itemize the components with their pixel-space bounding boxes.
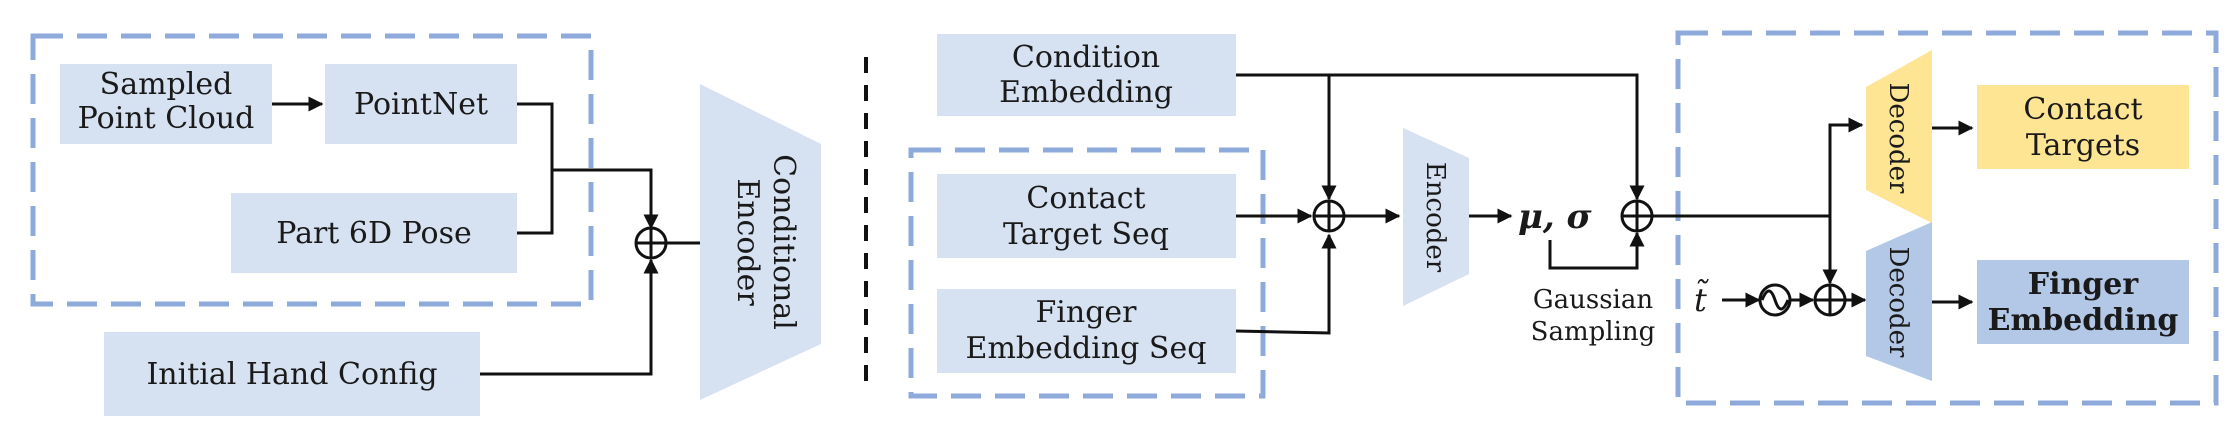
merge-to-plus-arrow <box>552 168 659 230</box>
t-tilde-label: t̃ <box>1694 280 1710 319</box>
gaussian-sampling-label-1: Gaussian <box>1533 285 1654 315</box>
pointnet-label: PointNet <box>354 87 488 122</box>
conditional-encoder-label-1: Conditional <box>766 154 801 330</box>
conditional-encoder-trapezoid: Conditional Encoder <box>700 84 821 400</box>
sequence-group-box <box>908 147 1266 399</box>
finger-embedding-label-2: Embedding <box>1988 303 2179 338</box>
hand-config-to-plus-arrow <box>480 258 659 376</box>
conditional-encoder-label-2: Encoder <box>730 178 765 306</box>
input-group-box <box>30 33 594 307</box>
part-6d-pose-label: Part 6D Pose <box>276 216 472 251</box>
part-6d-pose-box: Part 6D Pose <box>231 193 517 273</box>
decoder-bottom-trapezoid: Decoder <box>1866 222 1932 381</box>
left-plus-operator-icon <box>634 226 668 260</box>
middle-plus-operator-icon <box>1312 199 1346 233</box>
finger-embedding-seq-label-2: Embedding Seq <box>966 331 1207 366</box>
contact-target-seq-box: Contact Target Seq <box>937 174 1236 258</box>
sine-wave-icon <box>1758 283 1792 317</box>
lower-plus-operator-icon <box>1813 283 1847 317</box>
encoder-label: Encoder <box>1420 162 1450 273</box>
condition-embedding-label-1: Condition <box>1012 40 1160 75</box>
initial-hand-config-box: Initial Hand Config <box>104 332 480 416</box>
decoder-top-label: Decoder <box>1883 83 1913 194</box>
sampled-point-cloud-box: Sampled Point Cloud <box>60 64 272 144</box>
contact-targets-box: Contact Targets <box>1977 85 2189 169</box>
right-plus-operator-icon <box>1620 199 1654 233</box>
gaussian-sampling-label-2: Sampling <box>1531 317 1656 347</box>
decoder-group-box <box>1675 30 2219 406</box>
sampling-path-arrow <box>1548 231 1645 270</box>
encoder-trapezoid: Encoder <box>1403 128 1469 306</box>
contact-targets-label-1: Contact <box>2023 92 2142 127</box>
decoder-top-trapezoid: Decoder <box>1866 50 1932 223</box>
pointnet-box: PointNet <box>325 64 517 144</box>
finger-embedding-label-1: Finger <box>2028 267 2140 302</box>
decoder-bottom-label: Decoder <box>1883 247 1913 358</box>
contact-target-seq-label-1: Contact <box>1026 181 1145 216</box>
condition-embedding-label-2: Embedding <box>999 75 1173 110</box>
pointnet-output-line <box>517 102 554 235</box>
condition-embedding-line <box>1236 73 1645 201</box>
latent-main-line <box>1652 117 1864 218</box>
sampled-point-cloud-label-2: Point Cloud <box>78 101 255 136</box>
initial-hand-config-label: Initial Hand Config <box>146 357 437 392</box>
sampled-point-cloud-label-1: Sampled <box>100 67 233 102</box>
contact-target-seq-label-2: Target Seq <box>1003 217 1169 252</box>
mu-sigma-label: μ, σ <box>1518 197 1593 237</box>
finger-seq-to-plus-arrow <box>1235 233 1337 335</box>
contact-targets-label-2: Targets <box>2026 128 2140 163</box>
finger-embedding-seq-label-1: Finger <box>1035 295 1137 330</box>
finger-embedding-seq-box: Finger Embedding Seq <box>937 289 1236 373</box>
finger-embedding-box: Finger Embedding <box>1977 260 2189 344</box>
condition-embedding-box: Condition Embedding <box>937 34 1236 116</box>
